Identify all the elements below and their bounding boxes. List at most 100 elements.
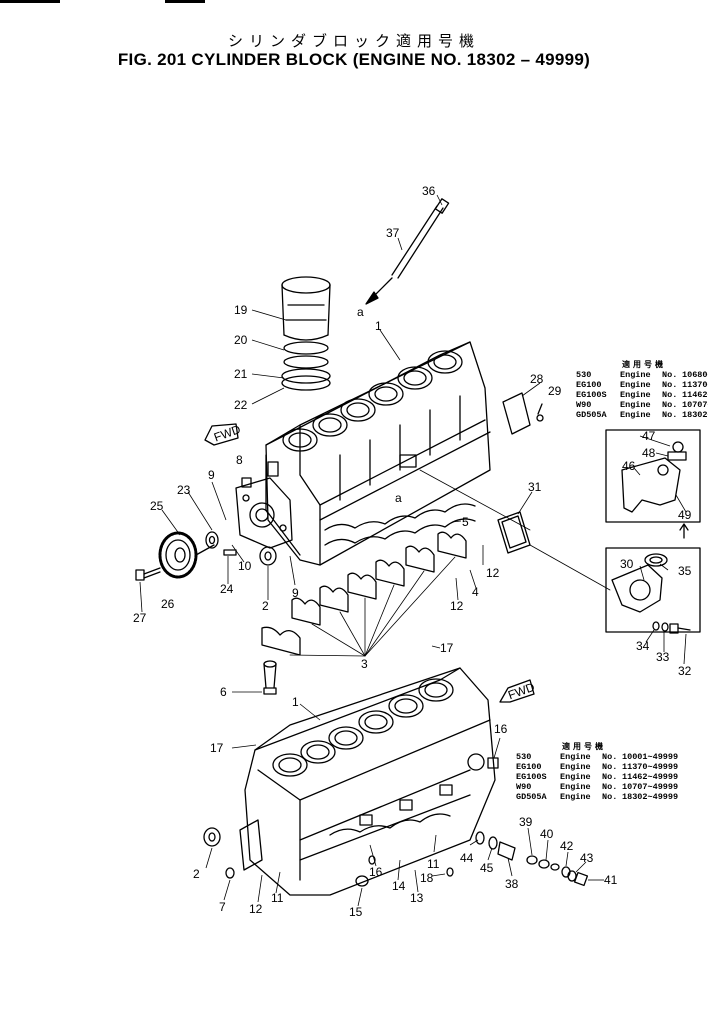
inset-box-lower <box>605 547 701 633</box>
callout-41: 41 <box>604 873 618 887</box>
callout-26: 26 <box>161 597 175 611</box>
idler-gear <box>158 531 219 579</box>
callout-49: 49 <box>678 508 692 522</box>
cylinder-liner <box>281 276 331 391</box>
callout-24: 24 <box>220 582 234 596</box>
lower-cylinder-block <box>239 667 496 896</box>
bolts-32-34 <box>652 621 691 634</box>
bearing-cap-leaders <box>289 556 456 657</box>
callout-5: 5 <box>462 515 469 529</box>
callout-16-lower: 16 <box>369 865 383 879</box>
plug-16-right <box>487 757 499 769</box>
callout-38: 38 <box>505 877 519 891</box>
pin-24 <box>223 549 237 556</box>
figure-title: FIG. 201 CYLINDER BLOCK (ENGINE NO. 1830… <box>117 50 591 69</box>
gasket-plate <box>502 392 531 435</box>
callout-10: 10 <box>238 559 252 573</box>
callout-33: 33 <box>656 650 670 664</box>
callout-37: 37 <box>386 226 400 240</box>
table-heading: 適用号機 <box>562 742 606 751</box>
fwd-arrow-upper <box>204 423 239 446</box>
upper-cylinder-block <box>265 341 491 566</box>
callout-42: 42 <box>560 839 574 853</box>
callout-32: 32 <box>678 664 692 678</box>
plug-8 <box>241 477 252 488</box>
callout-11-lower-left: 11 <box>271 891 284 905</box>
dipstick <box>365 198 450 305</box>
callout-46: 46 <box>622 459 636 473</box>
up-arrow-upper <box>679 523 689 539</box>
bolt-27 <box>135 567 161 581</box>
callout-8: 8 <box>236 453 243 467</box>
fwd-arrow-lower <box>499 679 535 703</box>
callout-47: 47 <box>642 429 656 443</box>
inset-bracket-46 <box>621 441 687 513</box>
main-bolt-6 <box>263 660 277 695</box>
seal-2-lower <box>203 827 221 847</box>
seal-2-upper <box>259 546 277 566</box>
callout-20: 20 <box>234 333 248 347</box>
scan-edge-mark <box>165 0 205 3</box>
callout-31: 31 <box>528 480 542 494</box>
callout-23: 23 <box>177 483 191 497</box>
ref-mark-a-top: a <box>357 305 364 319</box>
callout-40: 40 <box>540 827 554 841</box>
callout-48: 48 <box>642 446 656 460</box>
front-cover-plate <box>235 477 293 549</box>
callout-30: 30 <box>620 557 634 571</box>
callout-13: 13 <box>410 891 424 905</box>
inset-leader-2 <box>419 469 531 531</box>
main-bearing-caps <box>261 531 467 656</box>
callout-7: 7 <box>219 900 226 914</box>
bolt-29 <box>536 403 544 422</box>
callout-6: 6 <box>220 685 227 699</box>
callout-1-upper: 1 <box>375 319 382 333</box>
cover-30 <box>611 553 668 613</box>
callout-3: 3 <box>361 657 368 671</box>
callout-12-lower: 12 <box>249 902 263 916</box>
scan-edge-mark <box>0 0 60 3</box>
table-heading: 適用号機 <box>622 360 666 369</box>
callout-17-upper: 17 <box>440 641 454 655</box>
inset-box-upper <box>605 429 701 523</box>
gasket-31-inner <box>501 515 527 549</box>
callout-14: 14 <box>392 879 406 893</box>
callout-18: 18 <box>420 871 434 885</box>
callout-27: 27 <box>133 611 147 625</box>
fwd-label-lower: FWD <box>506 680 537 703</box>
callout-15: 15 <box>349 905 363 919</box>
callout-9-upper: 9 <box>208 468 215 482</box>
callout-19: 19 <box>234 303 248 317</box>
callout-12-upper-right: 12 <box>486 566 500 580</box>
callout-34: 34 <box>636 639 650 653</box>
callout-39: 39 <box>519 815 533 829</box>
japanese-title: シリンダブロック適用号機 <box>227 32 480 50</box>
callout-leaders <box>139 194 687 907</box>
callout-35: 35 <box>678 564 692 578</box>
callout-28: 28 <box>530 372 544 386</box>
callout-29: 29 <box>548 384 562 398</box>
callout-9-lower: 9 <box>292 586 299 600</box>
callout-36: 36 <box>422 184 436 198</box>
callout-16-right: 16 <box>494 722 508 736</box>
callout-21: 21 <box>234 367 248 381</box>
callout-1-lower: 1 <box>292 695 299 709</box>
callout-11-lower-right: 11 <box>427 857 440 871</box>
callout-43: 43 <box>580 851 594 865</box>
small-plugs-lower <box>225 855 454 887</box>
callout-2-lower: 2 <box>193 867 200 881</box>
